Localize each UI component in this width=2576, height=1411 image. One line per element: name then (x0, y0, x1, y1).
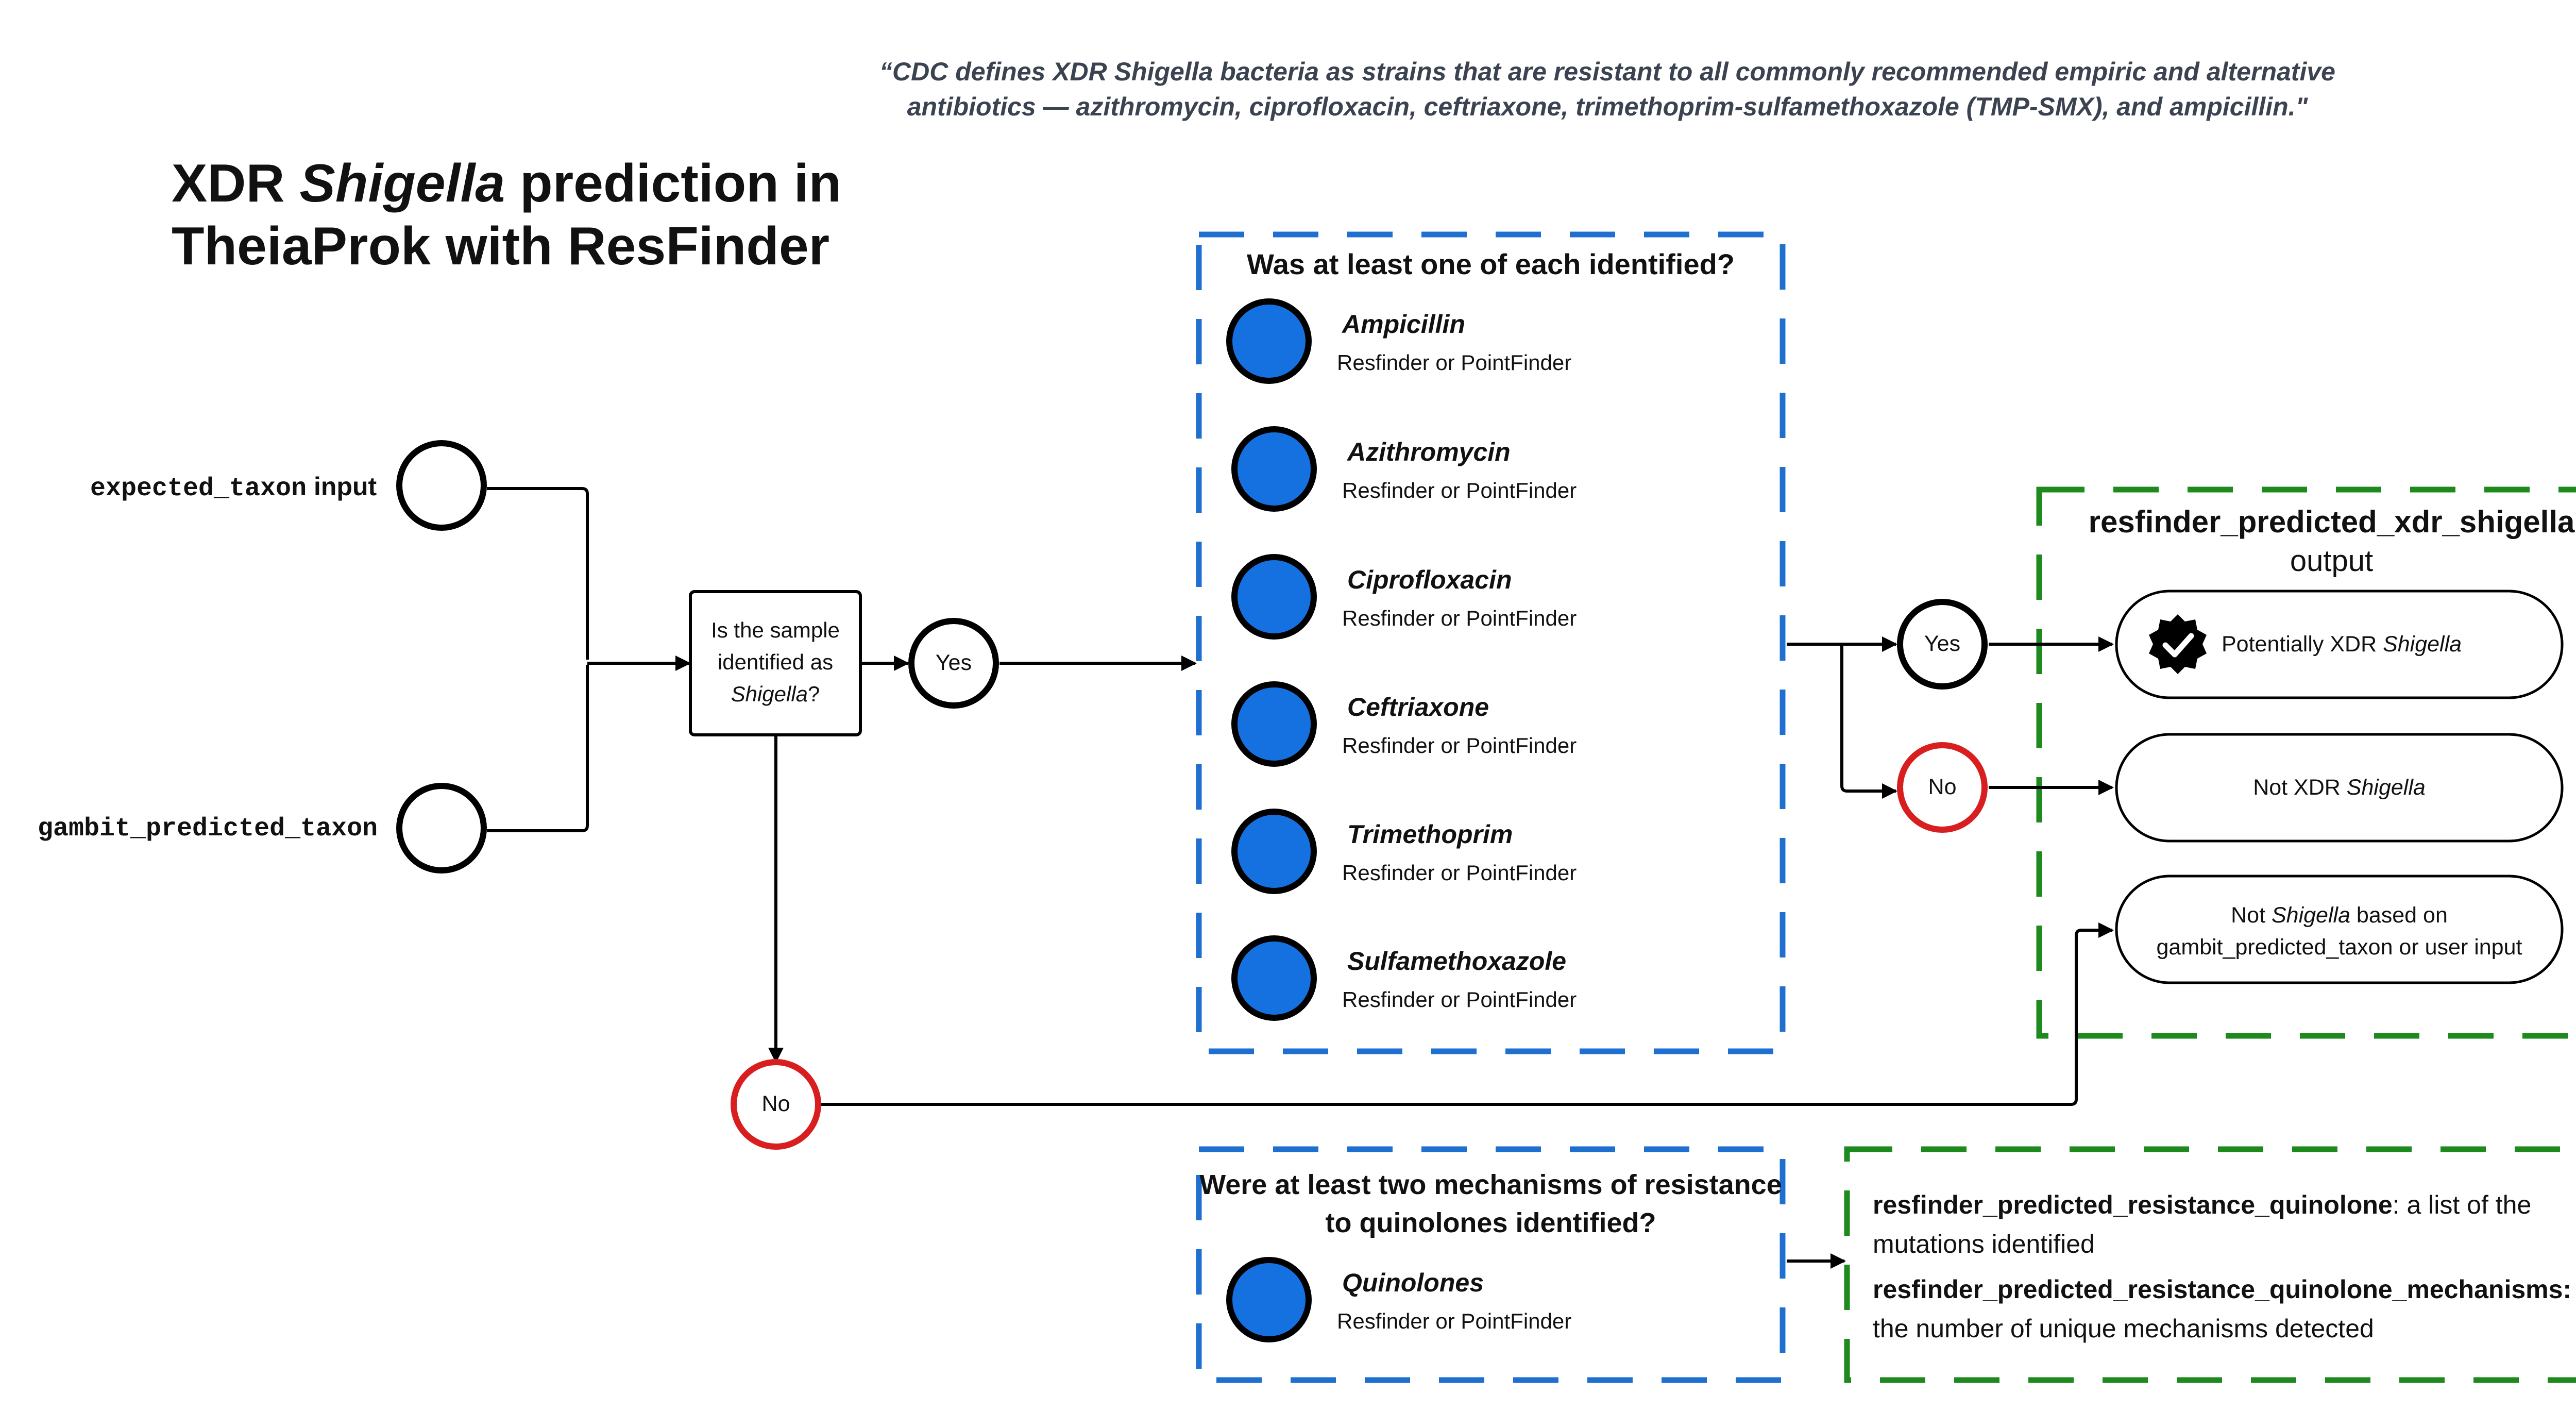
drug-circle-ciprofloxacin (1231, 554, 1317, 640)
output-title: resfinder_predicted_xdr_shigella (2088, 505, 2575, 539)
not-xdr-prefix: Not XDR (2253, 775, 2347, 800)
drug-source-trimethoprim: Resfinder or PointFinder (1342, 861, 1577, 885)
title-prefix: XDR (172, 154, 300, 213)
drug-source-ampicillin: Resfinder or PointFinder (1337, 350, 1572, 375)
output-not-shigella-text: Not Shigella based on gambit_predicted_t… (2116, 899, 2562, 963)
not-shigella-line2: gambit_predicted_taxon or user input (2156, 935, 2522, 960)
quinolone-item1-rest: : a list of the (2392, 1190, 2532, 1219)
expected-taxon-suffix: input (307, 472, 377, 501)
quinolone-box-title: Were at least two mechanisms of resistan… (1199, 1166, 1783, 1242)
drug-source-azithromycin: Resfinder or PointFinder (1342, 478, 1577, 502)
connector-no-notshigella (820, 922, 2114, 1106)
output-subtitle: output (2290, 544, 2374, 578)
drug-circle-ampicillin (1226, 298, 1312, 384)
output-box-frame (2036, 486, 2576, 1039)
no-node-decision (731, 1059, 821, 1150)
drug-source-sulfamethoxazole: Resfinder or PointFinder (1342, 987, 1577, 1012)
gambit-taxon-label: gambit_predicted_taxon (38, 814, 378, 844)
quinolone-item1-line2: mutations identified (1873, 1230, 2095, 1258)
expected-taxon-node (396, 440, 487, 531)
drug-circle-azithromycin (1231, 426, 1317, 512)
not-shigella-suffix: based on (2350, 903, 2448, 928)
drug-circle-trimethoprim (1231, 809, 1317, 894)
decision-line1: Is the sample (711, 618, 840, 642)
expected-taxon-label: expected_taxon input (90, 472, 377, 503)
drug-source-ceftriaxone: Resfinder or PointFinder (1342, 733, 1577, 758)
drug-label-trimethoprim: Trimethoprim (1347, 820, 1513, 849)
page-title: XDR Shigella prediction in TheiaProk wit… (172, 152, 841, 278)
decision-suffix: ? (808, 682, 820, 706)
decision-italic: Shigella (731, 682, 808, 706)
yes-node-check (1897, 599, 1988, 690)
drug-label-azithromycin: Azithromycin (1347, 438, 1511, 466)
no-node-check (1897, 742, 1988, 833)
no-label-decision: No (761, 1091, 790, 1116)
not-xdr-italic: Shigella (2346, 775, 2426, 800)
connector-gambit (487, 665, 589, 832)
connector-expected (487, 487, 589, 660)
drug-label-ampicillin: Ampicillin (1342, 310, 1465, 339)
output-not-xdr-text: Not XDR Shigella (2116, 775, 2562, 800)
yes-label-check: Yes (1924, 631, 1961, 656)
check-box-title: Was at least one of each identified? (1247, 248, 1735, 280)
decision-box (689, 590, 862, 736)
title-italic: Shigella (299, 154, 505, 213)
drug-label-ceftriaxone: Ceftriaxone (1347, 693, 1489, 721)
quinolone-item2-line2: the number of unique mechanisms detected (1873, 1314, 2374, 1343)
gambit-taxon-node (396, 783, 487, 874)
check-box-frame (1196, 231, 1786, 1054)
connector-checkbox-split (1787, 643, 1897, 799)
drug-source-ciprofloxacin: Resfinder or PointFinder (1342, 606, 1577, 630)
not-shigella-italic: Shigella (2271, 903, 2350, 928)
quinolone-box-frame (1196, 1146, 1786, 1383)
potential-prefix: Potentially XDR (2222, 632, 2383, 657)
yes-label-decision: Yes (935, 650, 972, 675)
title-line2: TheiaProk with ResFinder (172, 216, 830, 276)
output-pill-potential (2115, 590, 2564, 699)
output-potential-text: Potentially XDR Shigella (2222, 632, 2462, 657)
drug-circle-sulfamethoxazole (1231, 935, 1317, 1021)
quinolone-title-line2: to quinolones identified? (1325, 1207, 1656, 1238)
quinolone-output-text: resfinder_predicted_resistance_quinolone… (1873, 1185, 2571, 1348)
output-pill-not-xdr (2115, 733, 2564, 843)
decision-text: Is the sample identified as Shigella? (690, 614, 860, 710)
not-shigella-prefix: Not (2231, 903, 2272, 928)
title-suffix: prediction in (505, 154, 842, 213)
no-label-check: No (1928, 775, 1957, 799)
quinolone-item2-bold: resfinder_predicted_resistance_quinolone… (1873, 1275, 2572, 1304)
potential-italic: Shigella (2383, 632, 2462, 657)
yes-node-decision (908, 618, 999, 709)
decision-line2: identified as (717, 650, 834, 674)
quinolone-output-frame (1844, 1146, 2576, 1383)
expected-taxon-code: expected_taxon (90, 474, 307, 503)
output-pill-not-shigella (2115, 875, 2564, 984)
drug-circle-quinolones (1226, 1257, 1312, 1342)
quinolone-title-line1: Were at least two mechanisms of resistan… (1199, 1169, 1782, 1200)
quinolone-item1-bold: resfinder_predicted_resistance_quinolone (1873, 1190, 2393, 1219)
drug-label-ciprofloxacin: Ciprofloxacin (1347, 565, 1512, 594)
drug-label-sulfamethoxazole: Sulfamethoxazole (1347, 947, 1567, 976)
cdc-quote: “CDC defines XDR Shigella bacteria as st… (879, 57, 2335, 121)
verified-badge-icon (2149, 614, 2207, 674)
drug-circle-ceftriaxone (1231, 681, 1317, 767)
drug-label-quinolones: Quinolones (1342, 1268, 1484, 1297)
drug-source-quinolones: Resfinder or PointFinder (1337, 1309, 1572, 1333)
